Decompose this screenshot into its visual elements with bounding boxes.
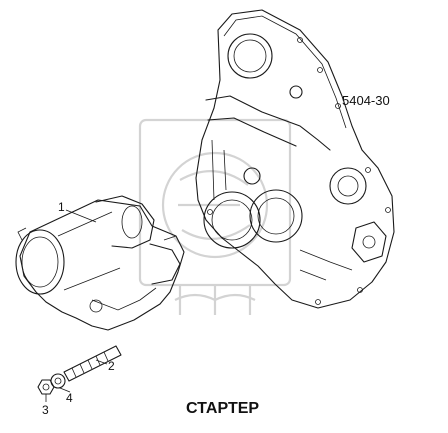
callout-2: 2 <box>108 359 115 373</box>
callout-leaders <box>45 209 108 402</box>
callout-4: 4 <box>66 391 73 405</box>
watermark-logo-icon <box>138 118 292 315</box>
nut-icon <box>37 379 55 395</box>
callout-1: 1 <box>58 200 65 214</box>
callout-3: 3 <box>42 403 49 417</box>
part-code-label: 5404-30 <box>342 93 390 108</box>
stud-bolt-icon <box>63 345 122 382</box>
engine-cover-plate-icon <box>195 9 395 309</box>
diagram-caption: СТАРТЕР <box>186 400 259 417</box>
starter-motor-icon <box>15 195 185 331</box>
